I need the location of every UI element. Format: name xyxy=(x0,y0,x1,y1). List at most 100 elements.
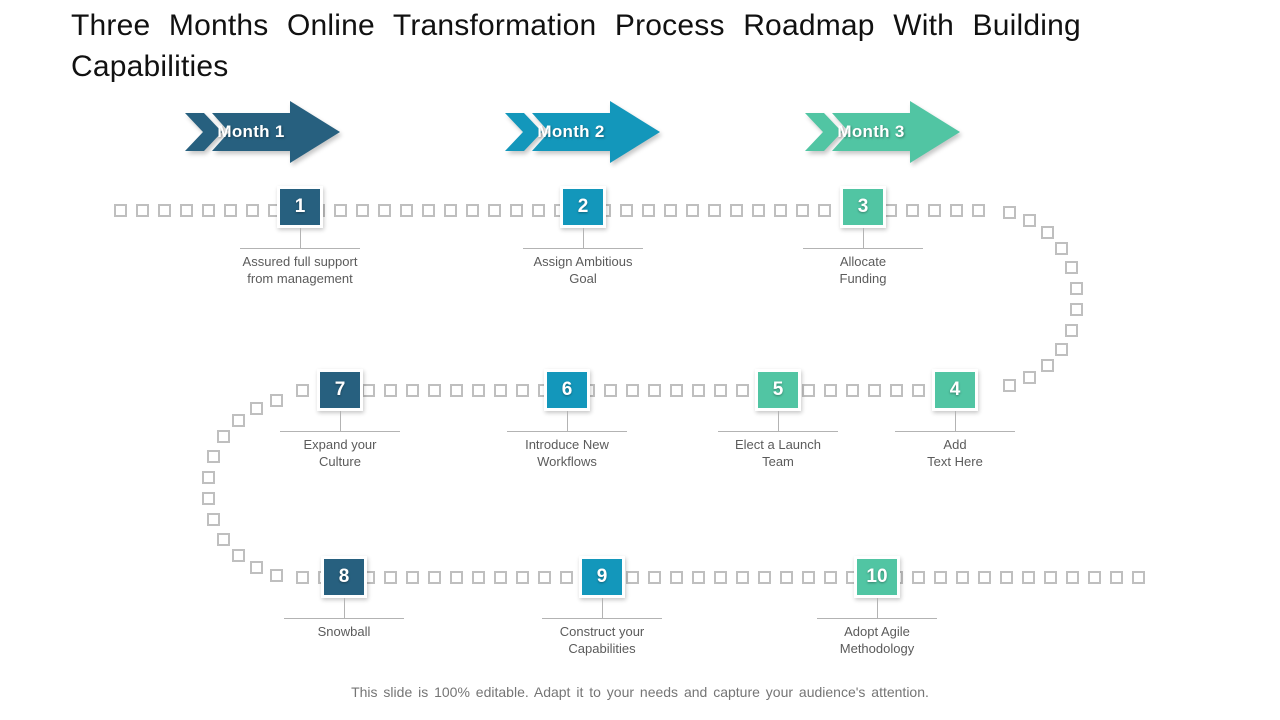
step-number: 8 xyxy=(338,566,350,587)
path-dot xyxy=(269,568,283,582)
path-dot xyxy=(933,570,947,584)
step-label: Snowball xyxy=(318,624,371,641)
path-dot xyxy=(1069,303,1083,317)
path-dot xyxy=(231,414,245,428)
step-label-line1: Construct your xyxy=(559,624,645,639)
path-dot xyxy=(1109,570,1123,584)
step-label-line2: Text Here xyxy=(927,453,983,469)
step-number: 4 xyxy=(949,379,961,400)
path-dot xyxy=(801,383,815,397)
path-dot xyxy=(911,383,925,397)
step-label-line1: Add xyxy=(943,437,967,452)
path-dot xyxy=(515,383,529,397)
path-dot xyxy=(1021,570,1035,584)
path-dot xyxy=(713,570,727,584)
path-dot xyxy=(1043,570,1057,584)
step-number: 9 xyxy=(596,566,608,587)
arrow-body-icon xyxy=(532,101,660,163)
path-dot xyxy=(405,570,419,584)
path-dot xyxy=(713,383,727,397)
forward-arrow-icon xyxy=(185,101,340,163)
step-number-box: 6 xyxy=(544,369,590,411)
path-dot xyxy=(1064,260,1078,274)
path-dot xyxy=(1087,570,1101,584)
path-dot xyxy=(295,570,309,584)
step-label-line2: Goal xyxy=(569,270,597,286)
connector-hline xyxy=(507,431,627,432)
step-label-line1: Allocate xyxy=(839,254,887,269)
step-number-box: 4 xyxy=(932,369,978,411)
path-dot xyxy=(201,203,215,217)
connector-hline xyxy=(542,618,662,619)
path-dot xyxy=(955,570,969,584)
path-dot xyxy=(421,203,435,217)
path-dot xyxy=(751,203,765,217)
step-label: Add Text Here xyxy=(927,437,983,470)
path-dot xyxy=(817,203,831,217)
step-label-line2: Methodology xyxy=(839,640,915,656)
path-dot xyxy=(207,449,221,463)
connector-hline xyxy=(718,431,838,432)
path-dot xyxy=(641,203,655,217)
step-item-6: 6 Introduce New Workflows xyxy=(497,369,637,470)
chevron-tail-icon xyxy=(805,113,842,151)
step-item-5: 5 Elect a Launch Team xyxy=(708,369,848,470)
path-dot xyxy=(625,383,639,397)
step-label-line2: Team xyxy=(762,453,794,469)
connector-vline xyxy=(339,411,341,431)
path-dot xyxy=(559,570,573,584)
path-dot xyxy=(1002,206,1016,220)
path-dot xyxy=(795,203,809,217)
path-dot xyxy=(113,203,127,217)
path-dot xyxy=(377,203,391,217)
path-dot xyxy=(685,203,699,217)
step-number-box: 1 xyxy=(277,186,323,228)
connector-hline xyxy=(240,248,360,249)
connector-hline xyxy=(523,248,643,249)
path-dot xyxy=(515,570,529,584)
step-label-line2: from management xyxy=(247,270,353,286)
path-dot xyxy=(757,570,771,584)
step-item-10: 10 Adopt Agile Methodology xyxy=(807,556,947,657)
path-dot xyxy=(179,203,193,217)
path-dot xyxy=(217,430,231,444)
path-dot xyxy=(707,203,721,217)
path-dot xyxy=(603,383,617,397)
step-item-2: 2 Assign Ambitious Goal xyxy=(513,186,653,287)
connector-hline xyxy=(817,618,937,619)
month-arrow-1: Month 1 xyxy=(185,100,341,164)
step-label-line1: Introduce New xyxy=(525,437,609,452)
path-dot xyxy=(223,203,237,217)
step-label: Introduce New Workflows xyxy=(525,437,609,470)
path-dot xyxy=(905,203,919,217)
step-label: Assured full support from management xyxy=(243,254,358,287)
path-dot xyxy=(399,203,413,217)
connector-vline xyxy=(862,228,864,248)
path-dot xyxy=(383,383,397,397)
path-dot xyxy=(927,203,941,217)
step-number: 3 xyxy=(857,196,869,217)
path-dot xyxy=(1131,570,1145,584)
step-label-line1: Assured full support xyxy=(242,254,358,269)
step-label-line2: Culture xyxy=(319,453,361,469)
path-dot xyxy=(427,383,441,397)
step-label-line1: Expand your xyxy=(303,437,377,452)
step-label: Assign Ambitious Goal xyxy=(534,254,633,287)
arrow-body-icon xyxy=(832,101,960,163)
path-dot xyxy=(465,203,479,217)
step-label-line1: Assign Ambitious xyxy=(533,254,633,269)
forward-arrow-icon xyxy=(505,101,660,163)
step-number: 10 xyxy=(866,566,888,587)
month-label: Month 3 xyxy=(837,122,905,141)
step-label: Construct your Capabilities xyxy=(560,624,645,657)
step-number-box: 8 xyxy=(321,556,367,598)
slide-title: Three Months Online Transformation Proce… xyxy=(71,9,1081,83)
path-dot xyxy=(202,470,216,484)
path-dot xyxy=(1040,225,1054,239)
connector-vline xyxy=(299,228,301,248)
path-dot xyxy=(449,383,463,397)
path-dot xyxy=(647,570,661,584)
path-dot xyxy=(691,570,705,584)
step-item-4: 4 Add Text Here xyxy=(885,369,1025,470)
